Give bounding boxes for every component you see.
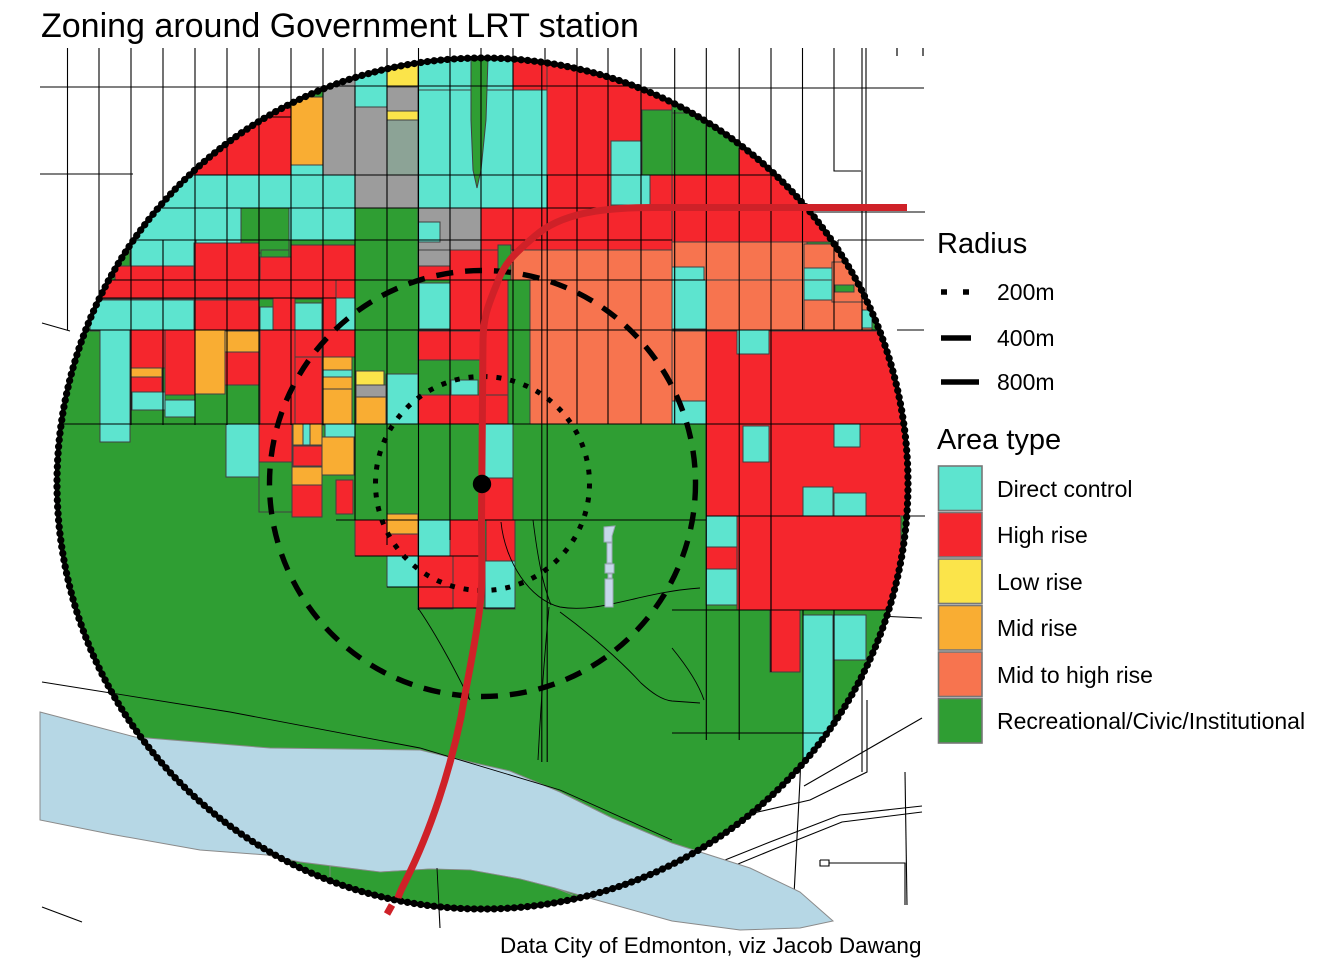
svg-text:High rise: High rise: [997, 522, 1088, 548]
svg-text:Direct control: Direct control: [997, 476, 1132, 502]
svg-text:Recreational/Civic/Institution: Recreational/Civic/Institutional: [997, 708, 1305, 734]
svg-text:Radius: Radius: [937, 228, 1027, 260]
svg-text:Data City of Edmonton, viz Jac: Data City of Edmonton, viz Jacob Dawang: [500, 933, 921, 958]
svg-text:Zoning around Government LRT s: Zoning around Government LRT station: [41, 7, 639, 45]
svg-text:200m: 200m: [997, 279, 1055, 305]
svg-text:800m: 800m: [997, 369, 1055, 395]
svg-text:Area type: Area type: [937, 424, 1061, 456]
svg-text:Low rise: Low rise: [997, 569, 1083, 595]
svg-text:Mid to high rise: Mid to high rise: [997, 662, 1153, 688]
svg-text:Mid rise: Mid rise: [997, 615, 1078, 641]
svg-text:400m: 400m: [997, 325, 1055, 351]
